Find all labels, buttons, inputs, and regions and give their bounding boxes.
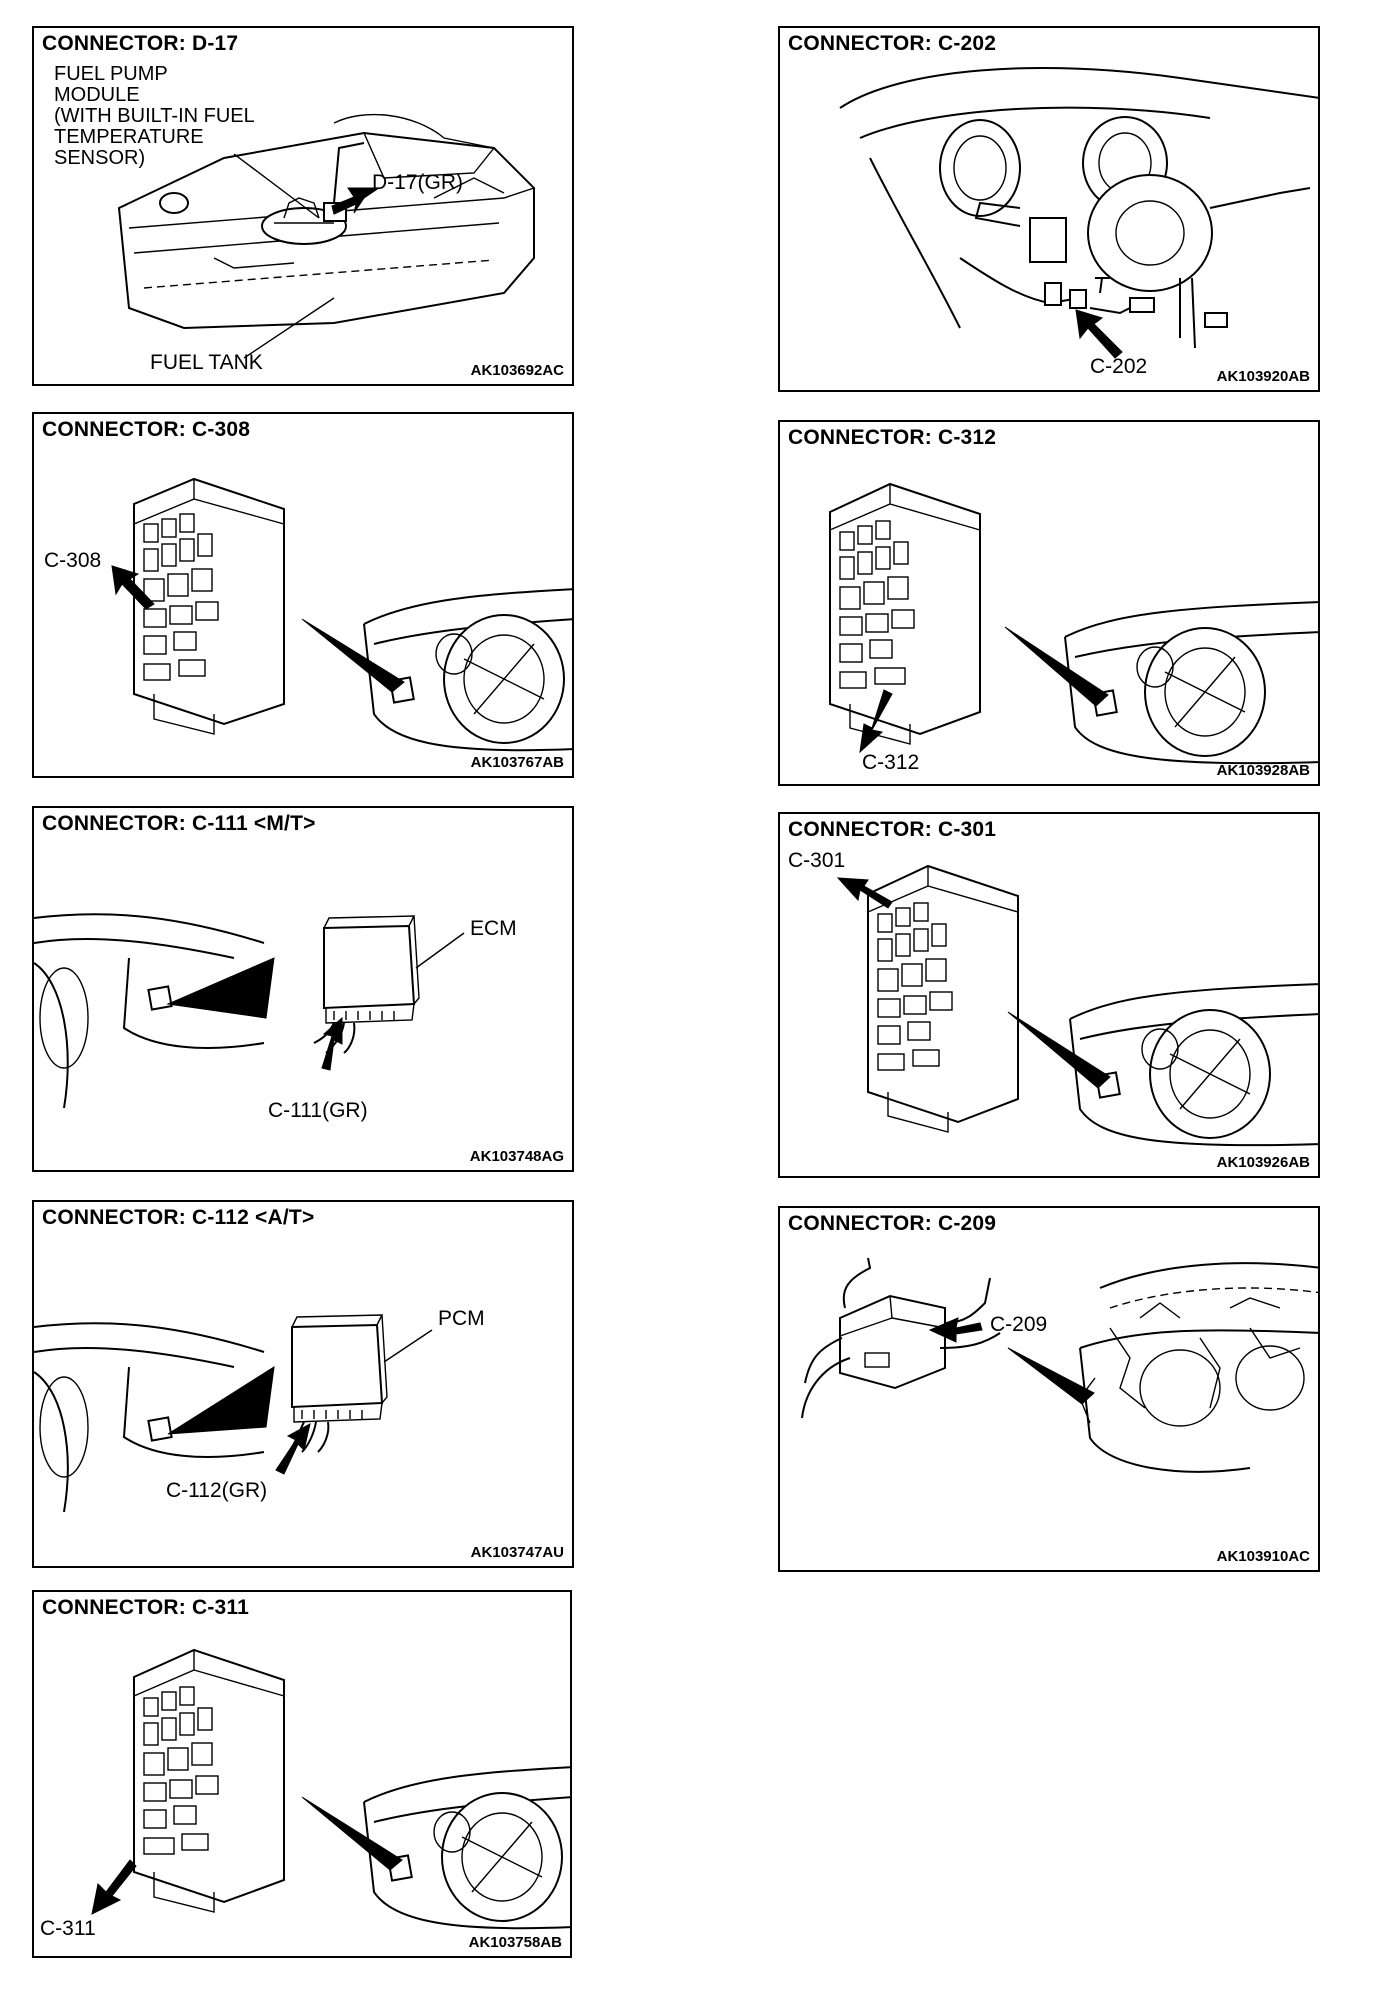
ecm-location-illustration (34, 913, 465, 1109)
panel-title: CONNECTOR: C-209 (788, 1212, 997, 1235)
panel-connector-c202: CONNECTOR: C-202 C-202 AK103920AB (778, 26, 1320, 392)
connector-label: C-112(GR) (166, 1479, 268, 1502)
module-label: PCM (438, 1307, 485, 1330)
fuel-tank-illustration (117, 113, 535, 359)
module-label: ECM (470, 917, 517, 940)
connector-label: C-209 (990, 1313, 1048, 1336)
figure-code: AK103692AC (470, 362, 564, 379)
panel-title: CONNECTOR: C-308 (42, 418, 251, 441)
panel-title: CONNECTOR: C-311 (42, 1596, 250, 1619)
connector-label: C-301 (788, 849, 846, 872)
figure-code: AK103910AC (1216, 1548, 1310, 1565)
figure-code: AK103748AG (469, 1148, 564, 1165)
junction-block-illustration (829, 482, 1318, 765)
connector-label: C-202 (1090, 355, 1148, 378)
steering-column-illustration (839, 67, 1318, 359)
panel-connector-c111: CONNECTOR: C-111 <M/T> ECM C-111(GR) AK1… (32, 806, 574, 1172)
panel-title: CONNECTOR: C-202 (788, 32, 997, 55)
connector-label: C-111(GR) (268, 1099, 368, 1122)
figure-code: AK103926AB (1216, 1154, 1310, 1171)
panel-title: CONNECTOR: C-312 (788, 426, 997, 449)
panel-title: CONNECTOR: D-17 (42, 32, 239, 55)
panel-connector-c312: CONNECTOR: C-312 C-312 AK103928AB (778, 420, 1320, 786)
panel-connector-c308: CONNECTOR: C-308 C-308 AK103767AB (32, 412, 574, 778)
fuel-tank-label: FUEL TANK (150, 351, 263, 374)
wiring-harness-illustration (801, 1257, 1318, 1473)
junction-block-illustration (111, 477, 572, 752)
panel-connector-c301: CONNECTOR: C-301 C-301 AK103926AB (778, 812, 1320, 1178)
connector-label: D-17(GR) (372, 171, 464, 194)
figure-code: AK103767AB (470, 754, 564, 771)
fuel-pump-module-label: FUEL PUMP MODULE (WITH BUILT-IN FUEL TEM… (54, 63, 255, 169)
panel-connector-c209: CONNECTOR: C-209 C-209 AK103910AC (778, 1206, 1320, 1572)
panel-connector-d17: CONNECTOR: D-17 FUEL PUMP MODULE (WITH B… (32, 26, 574, 386)
pcm-location-illustration (34, 1314, 433, 1513)
panel-title: CONNECTOR: C-111 <M/T> (42, 812, 316, 835)
figure-code: AK103747AU (470, 1544, 564, 1561)
connector-label: C-312 (862, 751, 920, 774)
connector-label: C-311 (40, 1917, 96, 1940)
junction-block-illustration (91, 1648, 570, 1930)
panel-connector-c311: CONNECTOR: C-311 C-311 AK103758AB (32, 1590, 572, 1958)
panel-title: CONNECTOR: C-301 (788, 818, 997, 841)
panel-title: CONNECTOR: C-112 <A/T> (42, 1206, 315, 1229)
connector-label: C-308 (44, 549, 102, 572)
figure-code: AK103920AB (1216, 368, 1310, 385)
junction-block-illustration (836, 864, 1318, 1147)
panel-connector-c112: CONNECTOR: C-112 <A/T> PCM C-112(GR) AK1… (32, 1200, 574, 1568)
figure-code: AK103758AB (468, 1934, 562, 1951)
figure-code: AK103928AB (1216, 762, 1310, 779)
